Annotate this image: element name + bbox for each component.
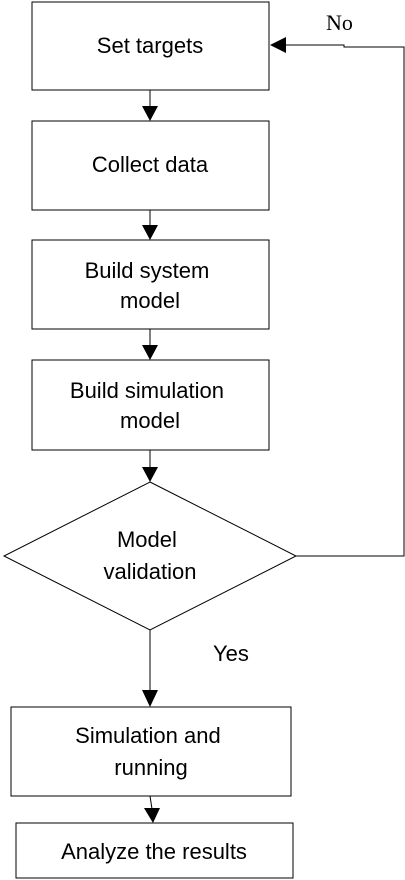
decision-model-validation-line-2: validation [104,559,197,584]
step-simulation-running-line-1: Simulation and [75,723,221,748]
step-analyze-results: Analyze the results [15,822,294,879]
step-collect-data-label: Collect data [92,152,209,177]
connector-running-to-analyze [149,795,153,810]
step-build-simulation-model-label: Build simulation model [70,378,230,433]
step-build-system-model-label: Build system model [85,258,216,313]
step-build-simulation-model-box [31,359,270,451]
step-analyze-results-box [15,822,294,879]
step-set-targets-label: Set targets [97,33,203,58]
step-build-system-model: Build system model [31,239,270,330]
step-analyze-results-label: Analyze the results [61,839,247,864]
step-simulation-running-label: Simulation and running [75,723,227,780]
step-build-simulation-model-line-1: Build simulation [70,378,224,403]
arrowhead-system [142,225,158,240]
arrowhead-running [142,690,158,707]
decision-model-validation: Model validation [2,481,298,631]
step-simulation-running-box [10,706,292,797]
step-collect-data: Collect data [31,120,270,211]
step-simulation-running: Simulation and running [10,706,292,797]
branch-yes-label: Yes [213,641,249,666]
step-build-simulation-model: Build simulation model [31,359,270,451]
step-build-system-model-line-2: model [120,288,180,313]
step-set-targets: Set targets [31,1,270,91]
step-build-system-model-line-1: Build system [85,258,210,283]
step-build-system-model-box [31,239,270,330]
step-collect-data-box [31,120,270,211]
arrowhead-collect [142,106,158,121]
decision-model-validation-line-1: Model [117,527,177,552]
step-build-simulation-model-line-2: model [120,408,180,433]
decision-model-validation-label: Model validation [104,527,197,584]
decision-model-validation-diamond [2,481,298,631]
step-set-targets-box [31,1,270,91]
arrowhead-validation [142,467,158,482]
arrowhead-no-feedback [270,37,286,53]
branch-no-label: No [326,10,353,35]
arrowhead-simulation [142,345,158,360]
step-simulation-running-line-2: running [114,755,187,780]
connector-no-feedback-loop [286,44,405,557]
arrowhead-analyze [144,808,160,823]
